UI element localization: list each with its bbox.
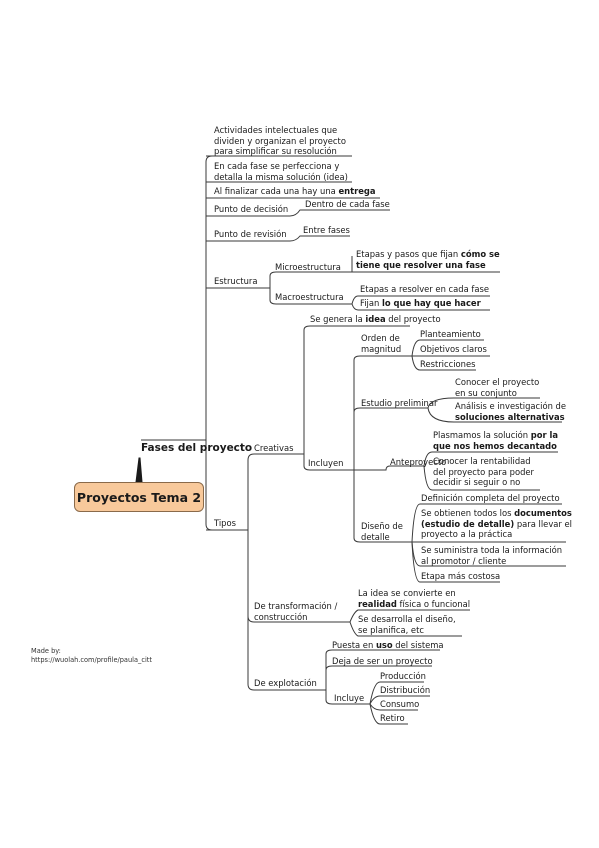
- node-anteproyecto[interactable]: Anteproyecto: [390, 457, 447, 467]
- text-line: en su conjunto: [455, 387, 517, 398]
- main-topic[interactable]: Fases del proyecto: [141, 442, 253, 454]
- node-incluye[interactable]: Incluye: [334, 693, 365, 703]
- node-incluyen[interactable]: Incluyen: [308, 458, 344, 468]
- text-part: Puesta en: [332, 640, 376, 650]
- text-part: del proyecto: [385, 314, 441, 324]
- text-part: Se obtienen todos los: [421, 508, 515, 518]
- text-bold: que nos hemos decantado: [433, 440, 557, 451]
- node-plasmamos[interactable]: Plasmamos la solución por la que nos hem…: [433, 430, 558, 451]
- node-punto-revision[interactable]: Punto de revisión: [214, 229, 287, 239]
- text-line: Actividades intelectuales que: [214, 125, 338, 135]
- text-line: al promotor / cliente: [421, 555, 507, 566]
- text-bold: soluciones alternativas: [455, 411, 565, 422]
- node-se-genera[interactable]: Se genera la idea del proyecto: [310, 314, 441, 325]
- credit: Made by: https://wuolah.com/profile/paul…: [31, 647, 152, 665]
- text-bold: lo que hay que hacer: [381, 298, 481, 308]
- text-bold: uso: [375, 640, 393, 650]
- text-line: Diseño de: [361, 521, 403, 531]
- credit-label: Made by:: [31, 647, 61, 655]
- node-etapas-pasos[interactable]: Etapas y pasos que fijan cómo se tiene q…: [356, 249, 500, 270]
- root-stem: [135, 457, 143, 483]
- node-diseno-detalle[interactable]: Diseño de detalle: [361, 521, 403, 542]
- text-line: para simplificar su resolución: [214, 146, 337, 156]
- root-node[interactable]: Proyectos Tema 2: [74, 482, 204, 512]
- text-line: Se suministra toda la información: [421, 545, 563, 555]
- node-suministra[interactable]: Se suministra toda la información al pro…: [421, 545, 562, 566]
- node-analisis[interactable]: Análisis e investigación de soluciones a…: [455, 401, 566, 422]
- text-part: física o funcional: [396, 598, 471, 609]
- node-entre-fases[interactable]: Entre fases: [303, 225, 350, 235]
- text-bold: idea: [365, 314, 386, 324]
- node-cada-fase[interactable]: En cada fase se perfecciona y detalla la…: [214, 161, 348, 182]
- text-line: Conocer la rentabilidad: [433, 456, 531, 466]
- text-bold: cómo se: [460, 249, 500, 259]
- text-bold: documentos: [514, 508, 572, 518]
- text-bold: realidad: [358, 598, 397, 609]
- node-etapa-costosa[interactable]: Etapa más costosa: [421, 571, 501, 581]
- text-part: Al finalizar cada una hay una: [214, 186, 339, 196]
- text-line: La idea se convierte en: [358, 588, 456, 598]
- node-microestructura[interactable]: Microestructura: [275, 262, 341, 272]
- node-desarrolla[interactable]: Se desarrolla el diseño, se planifica, e…: [358, 614, 456, 635]
- text-line: proyecto a la práctica: [421, 529, 513, 539]
- node-definicion[interactable]: Definición completa del proyecto: [421, 493, 560, 503]
- node-restricciones[interactable]: Restricciones: [420, 359, 476, 369]
- text-line: Orden de: [361, 333, 400, 343]
- node-distribucion[interactable]: Distribución: [380, 685, 431, 695]
- credit-url: https://wuolah.com/profile/paula_citt: [31, 656, 152, 664]
- text-part: Fijan: [360, 298, 382, 308]
- text-line: Análisis e investigación de: [455, 401, 567, 411]
- text-line: construcción: [254, 611, 308, 622]
- node-consumo[interactable]: Consumo: [380, 699, 420, 709]
- text-line: De transformación /: [254, 601, 338, 611]
- text-line: Conocer el proyecto: [455, 377, 540, 387]
- node-conocer-rentabilidad[interactable]: Conocer la rentabilidad del proyecto par…: [433, 456, 534, 488]
- text-bold: por la: [530, 430, 559, 440]
- node-etapas-resolver[interactable]: Etapas a resolver en cada fase: [360, 284, 489, 294]
- node-estudio[interactable]: Estudio preliminar: [361, 398, 438, 408]
- node-explotacion[interactable]: De explotación: [254, 678, 317, 688]
- node-punto-decision[interactable]: Punto de decisión: [214, 204, 289, 214]
- node-macroestructura[interactable]: Macroestructura: [275, 292, 344, 302]
- text-line: se planifica, etc: [358, 624, 424, 635]
- node-tipos[interactable]: Tipos: [214, 518, 236, 528]
- node-planteamiento[interactable]: Planteamiento: [420, 329, 481, 339]
- node-conocer-proyecto[interactable]: Conocer el proyecto en su conjunto: [455, 377, 539, 398]
- node-puesta[interactable]: Puesta en uso del sistema: [332, 640, 444, 651]
- text-line: decidir si seguir o no: [433, 477, 521, 487]
- node-objetivos[interactable]: Objetivos claros: [420, 344, 487, 354]
- text-line: magnitud: [361, 343, 402, 354]
- node-creativas[interactable]: Creativas: [254, 443, 294, 453]
- text-line: detalle: [361, 531, 390, 542]
- node-dentro-fase[interactable]: Dentro de cada fase: [305, 199, 390, 209]
- node-produccion[interactable]: Producción: [380, 671, 426, 681]
- node-obtienen[interactable]: Se obtienen todos los documentos (estudi…: [421, 508, 572, 540]
- text-bold: (estudio de detalle): [421, 518, 515, 529]
- node-transformacion[interactable]: De transformación / construcción: [254, 601, 337, 622]
- text-bold: tiene que resolver una fase: [356, 259, 486, 270]
- text-part: Etapas y pasos que fijan: [356, 249, 461, 259]
- node-al-finalizar[interactable]: Al finalizar cada una hay una entrega: [214, 186, 376, 197]
- text-bold: entrega: [338, 186, 376, 196]
- text-line: del proyecto para poder: [433, 466, 534, 477]
- text-line: detalla la misma solución (idea): [214, 171, 348, 182]
- text-part: para llevar el: [514, 518, 572, 529]
- text-line: dividen y organizan el proyecto: [214, 135, 346, 146]
- text-part: Se genera la: [310, 314, 366, 324]
- node-deja[interactable]: Deja de ser un proyecto: [332, 656, 433, 666]
- node-estructura[interactable]: Estructura: [214, 276, 258, 286]
- node-actividades[interactable]: Actividades intelectuales que dividen y …: [214, 125, 346, 157]
- text-line: Se desarrolla el diseño,: [358, 614, 456, 624]
- text-line: En cada fase se perfecciona y: [214, 161, 340, 171]
- node-retiro[interactable]: Retiro: [380, 713, 405, 723]
- text-part: Plasmamos la solución: [433, 430, 531, 440]
- text-part: del sistema: [392, 640, 444, 650]
- node-orden-magnitud[interactable]: Orden de magnitud: [361, 333, 401, 354]
- node-idea-convierte[interactable]: La idea se convierte en realidad física …: [358, 588, 470, 609]
- node-fijan[interactable]: Fijan lo que hay que hacer: [360, 298, 481, 309]
